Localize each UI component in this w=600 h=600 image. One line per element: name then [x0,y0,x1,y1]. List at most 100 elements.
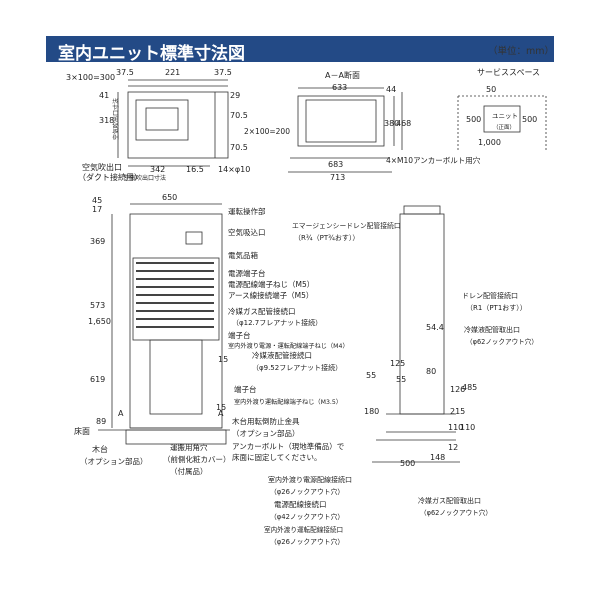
section-aa-outline [297,95,385,147]
wood-base-option-label: （オプション部品） [80,456,148,466]
section-mark-a-left: A [118,409,124,418]
duct-label: （ダクト接続用） [78,172,142,182]
floor-label: 床面 [74,426,90,436]
side-dim-80: 80 [426,367,436,376]
interunit-power-inlet-label: 室内外渡り電源配線接続口 [268,475,352,484]
side-view-top [403,205,441,215]
interunit-power-inlet-size-label: （φ26ノックアウト穴） [270,487,344,496]
top-view-outlet [135,99,189,141]
air-outlet-label: 空気吹出口 [82,162,122,172]
interunit-power-screw-label: 室内外渡り電源・運転配線端子ねじ（M4） [228,342,349,350]
liquid-pipe-label: 冷媒液配管接続口 [252,350,312,360]
service-dim-1000: 1,000 [478,138,501,147]
side-view-outline [399,213,445,415]
grille-slat [136,294,214,296]
grille-slat [136,286,214,288]
front-dim-369: 369 [90,237,105,246]
earth-terminal-label: アース線接続端子（M5） [228,290,313,300]
service-space-boundary [457,95,547,150]
electrical-box [149,339,203,415]
top-dim-70-5-b: 70.5 [230,143,248,152]
gas-outlet-size-label: （φ62ノックアウト穴） [420,508,492,517]
service-unit-label: ユニット [492,112,518,120]
top-dim-16-5: 16.5 [186,165,204,174]
outlet-size-h-label: 空気吹出口寸法 [124,174,166,182]
top-dim-318: 318 [99,116,114,125]
front-dim-15-b: 15 [216,403,226,412]
grille-slat [136,278,214,280]
wood-base-label: 木台 [92,444,108,454]
side-dim-180: 180 [364,407,379,416]
front-dim-89: 89 [96,417,106,426]
gas-outlet-label: 冷媒ガス配管取出口 [418,496,481,505]
front-view-outline [129,213,223,429]
service-dim-50: 50 [486,85,496,94]
top-dim-41: 41 [99,91,109,100]
air-intake-label: 空気吸込口 [228,227,266,237]
section-aa-title: A－A断面 [325,70,360,80]
top-dim-70-5-a: 70.5 [230,111,248,120]
grille-slat [136,326,214,328]
top-dim-pitch: 3×100=300 [66,73,115,82]
emergency-drain-label: エマージェンシードレン配管接続口 [292,221,401,230]
power-inlet-label: 電源配線接続口 [274,499,327,509]
grille-slat [136,310,214,312]
side-dim-55-a: 55 [366,371,376,380]
terminal-block-label: 端子台 [228,330,251,340]
front-width-650: 650 [162,193,177,202]
grille-slat [136,270,214,272]
service-dim-500-left: 500 [466,115,481,124]
section-dim-713: 713 [330,173,345,182]
top-view-fan [145,107,179,131]
section-dim-44: 44 [386,85,396,94]
anti-tip-option-label: （オプション部品） [232,428,300,438]
grille-slat [136,262,214,264]
interunit-control-inlet-label: 室内外渡り運転配線接続口 [264,525,343,534]
top-dim-right: 37.5 [214,68,232,77]
side-dim-54-4: 54.4 [426,323,444,332]
service-space-title: サービススペース [477,68,540,77]
power-screw-label: 電源配線端子ねじ（M5） [228,279,314,289]
power-terminal-label: 電源端子台 [228,268,266,278]
section-dim-633: 633 [332,83,347,92]
operation-panel [185,231,203,245]
interunit-control-screw-label: 室内外渡り運転配線端子ねじ（M3.5） [234,398,342,406]
front-dim-15-a: 15 [218,355,228,364]
anchor-bolt-label: 4×M10アンカーボルト用穴 [386,155,481,165]
front-dim-45: 45 [92,196,102,205]
front-dim-573: 573 [90,301,105,310]
interunit-control-inlet-size-label: （φ26ノックアウト穴） [270,537,344,546]
unit-label: （単位：mm） [487,46,554,57]
side-dim-12: 12 [448,443,458,452]
wood-base [125,429,227,445]
liquid-outlet-label: 冷媒液配管取出口 [464,325,520,334]
drain-pipe-size-label: （R1（PT1おす）） [466,304,527,312]
liquid-outlet-size-label: （φ62ノックアウト穴） [466,337,538,346]
top-dim-holes: 14×φ10 [218,165,250,174]
operation-panel-label: 運転操作部 [228,206,266,216]
service-space-unit [483,105,521,133]
top-dim-left: 37.5 [116,68,134,77]
side-dim-126: 126 [450,385,465,394]
power-inlet-size-label: （φ42ノックアウト穴） [270,512,344,521]
section-dim-683: 683 [328,160,343,169]
side-dim-148: 148 [430,453,445,462]
anchor-bolt-note-1: アンカーボルト（現地準備品）で [232,441,344,451]
grille-slat [136,318,214,320]
terminal-block-2-label: 端子台 [234,384,257,394]
accessory-label: （付属品） [170,466,208,476]
emergency-drain-size-label: （R¾（PT¾おす）） [294,234,359,242]
side-dim-110-b: 110 [460,423,475,432]
side-dim-55-b: 55 [396,375,406,384]
liquid-pipe-size-label: （φ9.52フレアナット接続） [252,363,342,372]
section-mark-a-right: A [218,409,224,418]
side-dim-500: 500 [400,459,415,468]
title-banner: 室内ユニット標準寸法図 [46,36,554,64]
front-dim-17: 17 [92,205,102,214]
front-cover-label: （前側化粧カバー） [163,454,231,464]
outlet-size-v-label: 空気吹出口寸法 [112,98,120,140]
front-dim-1650: 1,650 [88,317,111,326]
grille-slat [136,302,214,304]
drain-pipe-label: ドレン配管接続口 [462,291,518,300]
